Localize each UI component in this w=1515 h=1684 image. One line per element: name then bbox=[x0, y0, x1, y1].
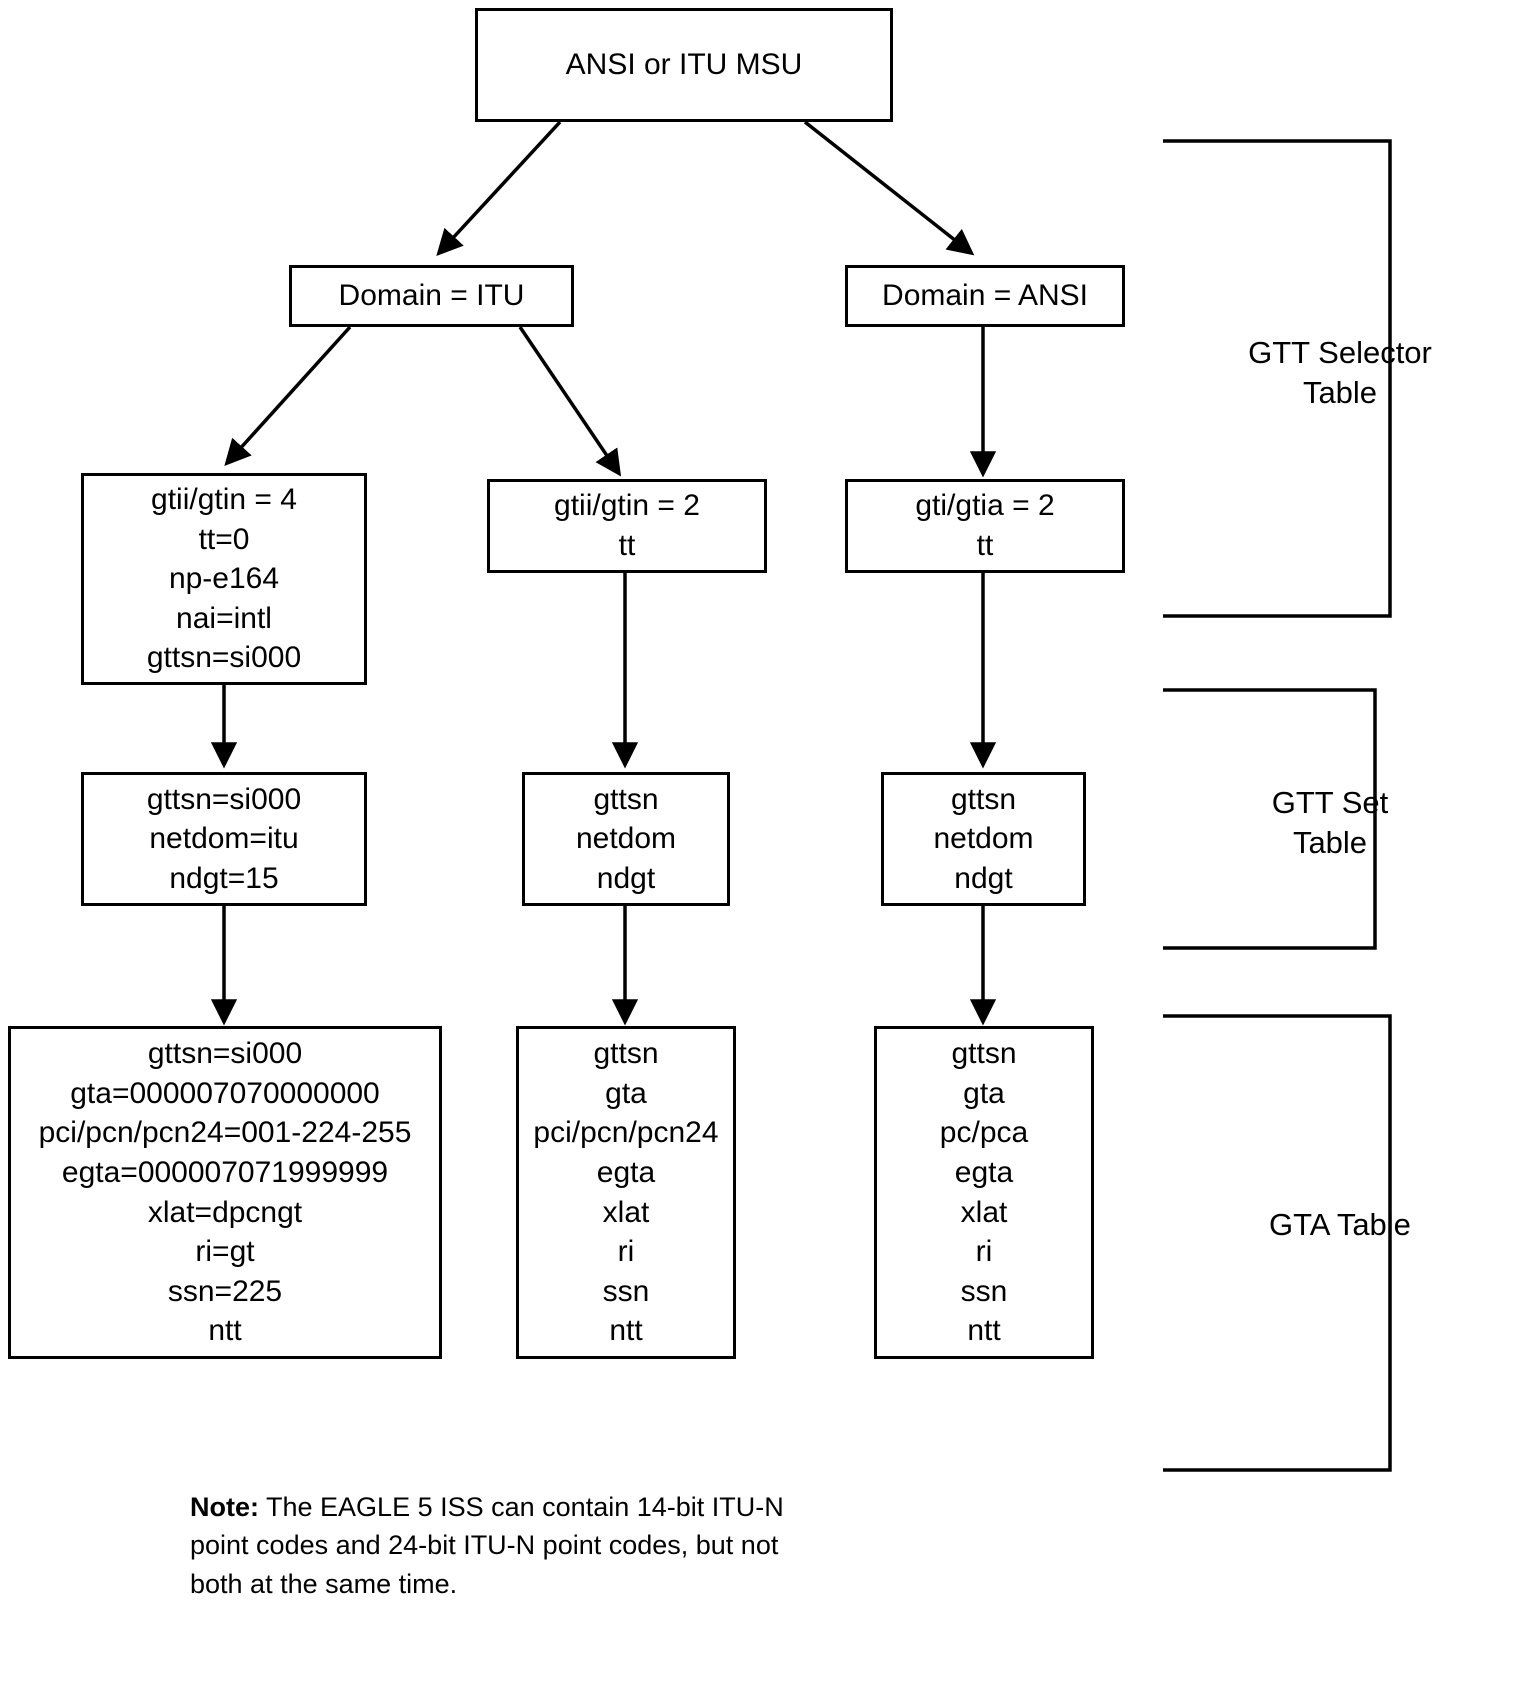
brace-label-line: GTT Set bbox=[1271, 785, 1389, 820]
gta-line: egta=000007071999999 bbox=[61, 1155, 389, 1189]
gta-line: ntt bbox=[208, 1314, 242, 1348]
gta-line: ssn=225 bbox=[167, 1274, 283, 1308]
gta-line: ri bbox=[617, 1235, 635, 1269]
domain-itu-label: Domain = ITU bbox=[338, 279, 525, 313]
note-text: Note: The EAGLE 5 ISS can contain 14-bit… bbox=[190, 1488, 790, 1603]
selector-box-ansi-gti2: gti/gtia = 2 tt bbox=[845, 479, 1125, 573]
note-prefix: Note: bbox=[190, 1492, 259, 1522]
gta-line: egta bbox=[596, 1155, 656, 1189]
selector-line: np-e164 bbox=[168, 562, 280, 596]
gta-box-ansi-generic: gttsn gta pc/pca egta xlat ri ssn ntt bbox=[874, 1026, 1094, 1359]
selector-line: nai=intl bbox=[176, 601, 272, 635]
brace-label-line: Table bbox=[1302, 375, 1378, 411]
note-body: The EAGLE 5 ISS can contain 14-bit ITU-N… bbox=[190, 1492, 784, 1599]
msu-box: ANSI or ITU MSU bbox=[475, 8, 893, 122]
selector-line: tt bbox=[618, 529, 636, 562]
set-line: netdom bbox=[575, 822, 677, 856]
gta-line: ntt bbox=[967, 1314, 1001, 1348]
selector-line: tt=0 bbox=[198, 522, 250, 556]
selector-line: gtii/gtin = 2 bbox=[554, 489, 700, 523]
gta-line: gta bbox=[605, 1076, 647, 1110]
set-line: gttsn bbox=[593, 782, 659, 816]
set-line: ndgt bbox=[596, 861, 656, 895]
selector-line: gttsn=si000 bbox=[146, 641, 302, 675]
brace-label-gtt-selector-table: GTT Selector Table bbox=[1170, 333, 1510, 414]
gta-line: xlat bbox=[960, 1195, 1008, 1229]
brace-label-gta-table: GTA Table bbox=[1170, 1205, 1510, 1245]
gta-line: gttsn=si000 bbox=[147, 1037, 303, 1071]
selector-line: gti/gtia = 2 bbox=[915, 489, 1055, 523]
gta-box-itu-generic: gttsn gta pci/pcn/pcn24 egta xlat ri ssn… bbox=[516, 1026, 736, 1359]
domain-ansi-box: Domain = ANSI bbox=[845, 265, 1125, 327]
gta-line: ntt bbox=[609, 1314, 643, 1348]
gta-line: gta=000007070000000 bbox=[70, 1076, 380, 1110]
gta-box-itu-detailed: gttsn=si000 gta=000007070000000 pci/pcn/… bbox=[8, 1026, 442, 1359]
gta-line: gta bbox=[963, 1076, 1005, 1110]
brace-label-line: GTT Selector bbox=[1248, 335, 1432, 370]
set-line: ndgt=15 bbox=[169, 861, 279, 895]
gta-line: xlat=dpcngt bbox=[147, 1195, 303, 1229]
domain-itu-box: Domain = ITU bbox=[289, 265, 574, 327]
brace-label-line: Table bbox=[1292, 825, 1368, 861]
gta-line: ssn bbox=[602, 1274, 650, 1308]
selector-box-itu-gtii2: gtii/gtin = 2 tt bbox=[487, 479, 767, 573]
set-box-ansi-generic: gttsn netdom ndgt bbox=[881, 772, 1086, 906]
gta-line: ri bbox=[975, 1235, 993, 1269]
msu-box-label: ANSI or ITU MSU bbox=[565, 48, 803, 82]
gta-line: pci/pcn/pcn24 bbox=[533, 1116, 719, 1150]
domain-ansi-label: Domain = ANSI bbox=[882, 279, 1088, 313]
gta-line: pc/pca bbox=[939, 1116, 1029, 1150]
set-line: netdom=itu bbox=[149, 822, 299, 856]
gta-line: pci/pcn/pcn24=001-224-255 bbox=[38, 1116, 412, 1150]
gta-line: ssn bbox=[960, 1274, 1008, 1308]
set-line: gttsn=si000 bbox=[146, 782, 302, 816]
selector-box-itu-gtii4: gtii/gtin = 4 tt=0 np-e164 nai=intl gtts… bbox=[81, 473, 367, 685]
set-line: ndgt bbox=[954, 861, 1013, 895]
gta-line: xlat bbox=[602, 1195, 650, 1229]
brace-label-gtt-set-table: GTT Set Table bbox=[1170, 783, 1490, 864]
set-box-itu-generic: gttsn netdom ndgt bbox=[522, 772, 730, 906]
set-box-itu-detailed: gttsn=si000 netdom=itu ndgt=15 bbox=[81, 772, 367, 906]
gta-line: gttsn bbox=[951, 1037, 1017, 1071]
brace-label-line: GTA Table bbox=[1269, 1207, 1411, 1242]
gta-line: egta bbox=[954, 1155, 1014, 1189]
selector-line: gtii/gtin = 4 bbox=[151, 483, 297, 517]
gta-line: gttsn bbox=[593, 1037, 659, 1071]
set-line: netdom bbox=[933, 822, 1034, 856]
gta-line: ri=gt bbox=[195, 1235, 255, 1269]
selector-line: tt bbox=[976, 529, 994, 562]
set-line: gttsn bbox=[950, 782, 1017, 816]
